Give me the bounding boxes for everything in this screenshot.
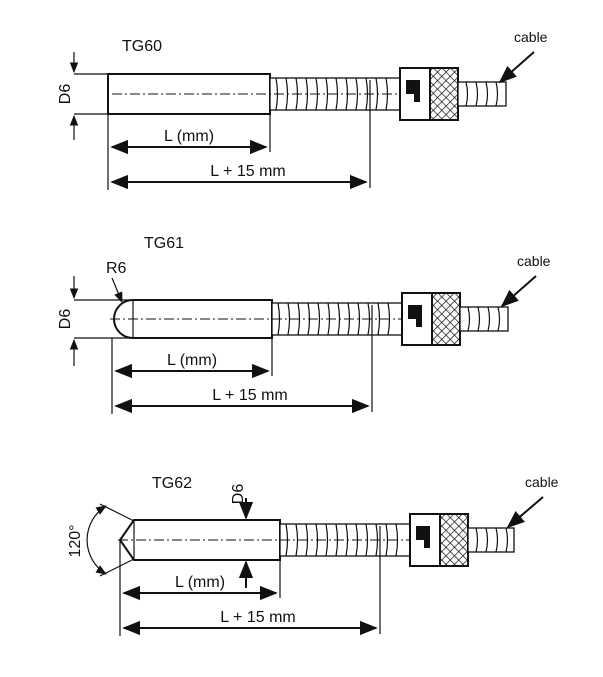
model-label: TG60 (122, 38, 162, 55)
model-label: TG61 (144, 235, 184, 252)
angle-label: 120° (67, 524, 84, 557)
connector-clip-icon (408, 305, 422, 327)
angle-leg (99, 558, 135, 577)
diagram-tg62: TG62 D6 120° cable L (mm) (67, 474, 559, 636)
cable-pointer-arrow (498, 51, 535, 84)
cable-coil (457, 81, 507, 107)
diameter-label: D6 (57, 309, 74, 330)
angle-leg (99, 503, 135, 522)
angle-arc (86, 505, 107, 575)
diameter-label: D6 (57, 84, 74, 105)
length-label: L (mm) (175, 574, 225, 591)
cable-label: cable (514, 29, 548, 45)
total-length-label: L + 15 mm (212, 387, 287, 404)
length-label: L (mm) (164, 128, 214, 145)
model-label: TG62 (152, 475, 192, 492)
radius-pointer (111, 277, 123, 303)
total-length-label: L + 15 mm (220, 609, 295, 626)
cable-pointer-arrow (500, 275, 537, 308)
diagram-tg61: TG61 R6 D6 cable L (mm) L (57, 235, 551, 414)
connector-clip-icon (406, 80, 420, 102)
cable-label: cable (525, 474, 559, 490)
radius-label: R6 (106, 260, 127, 277)
cable-coil (467, 527, 515, 553)
diagram-tg60: TG60 D6 cable L (mm) (57, 29, 548, 190)
connector-clip-icon (416, 526, 430, 548)
total-length-label: L + 15 mm (210, 163, 285, 180)
cable-coil (459, 306, 509, 332)
cable-label: cable (517, 253, 551, 269)
length-label: L (mm) (167, 352, 217, 369)
diameter-label: D6 (230, 484, 247, 505)
cable-pointer-arrow (506, 496, 544, 529)
